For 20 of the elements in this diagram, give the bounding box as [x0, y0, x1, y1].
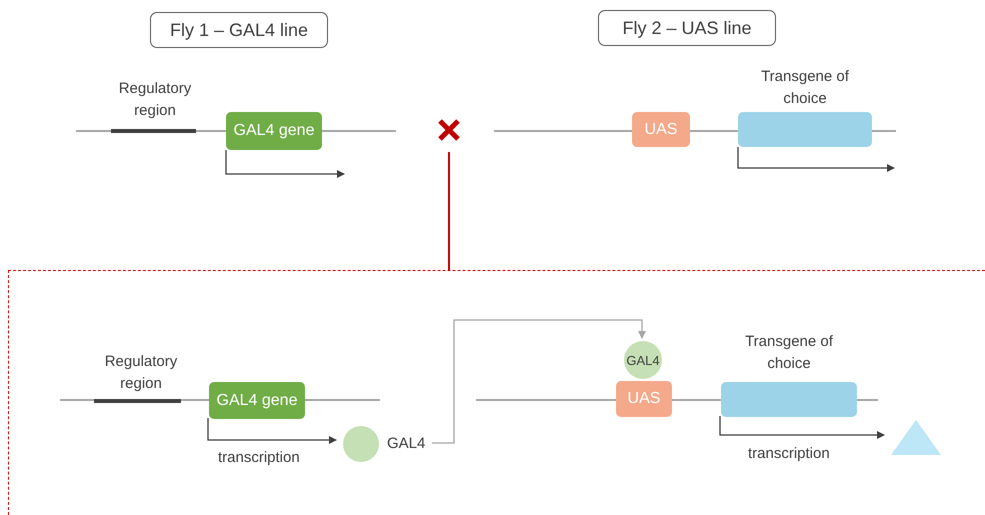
title-box: Fly 2 – UAS line: [598, 10, 776, 46]
gene-box: UAS: [632, 112, 690, 147]
arrow: [432, 319, 646, 444]
protein-label: GAL4: [387, 435, 426, 452]
edge-label: transcription: [746, 445, 832, 462]
gene-box: GAL4 gene: [226, 112, 322, 150]
gene-box: UAS: [616, 381, 672, 417]
region-label: Regulatory region: [104, 352, 178, 394]
protein-circle: GAL4: [624, 341, 662, 379]
region-label: Regulatory region: [118, 79, 192, 121]
region-label: Transgene of choice: [744, 332, 834, 374]
region-label: Transgene of choice: [760, 67, 850, 109]
edge-label: transcription: [216, 449, 302, 466]
arrow: [225, 150, 345, 178]
arrow: [737, 147, 895, 172]
connector-line: [448, 152, 450, 270]
arrow: [207, 418, 337, 444]
arrow: [719, 416, 885, 439]
title-box: Fly 1 – GAL4 line: [150, 12, 328, 48]
gene-box: GAL4 gene: [209, 382, 305, 419]
